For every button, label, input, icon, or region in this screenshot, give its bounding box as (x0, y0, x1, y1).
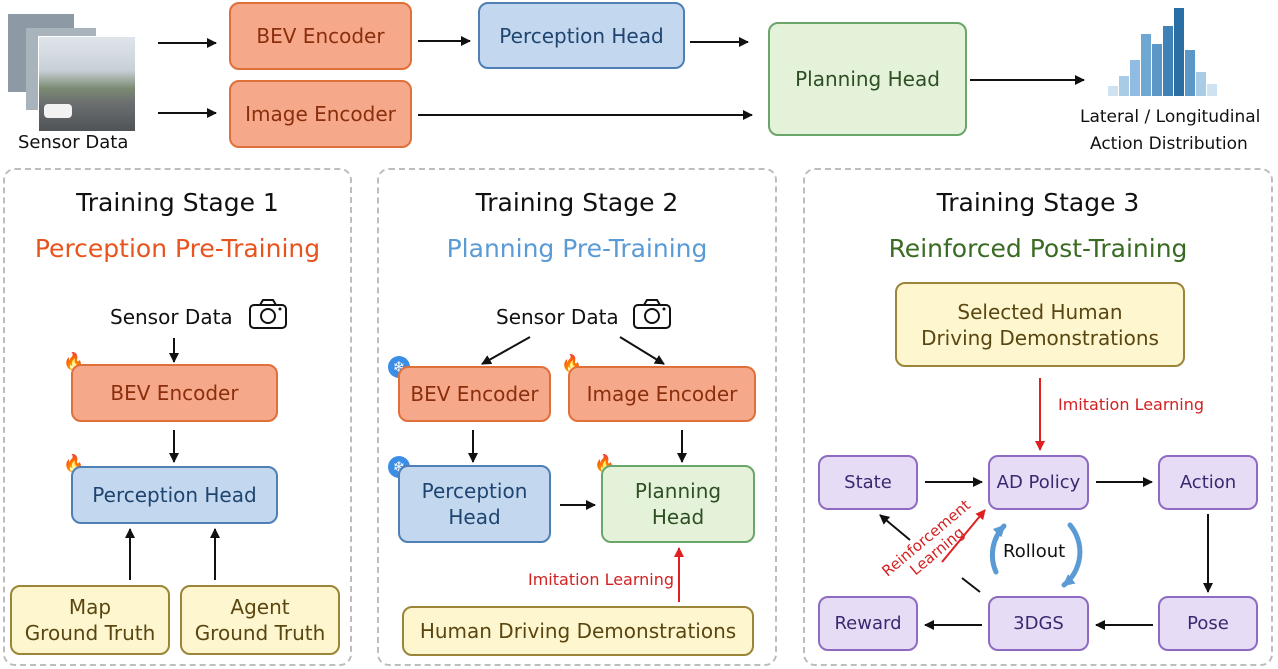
output-label-line1: Lateral / Longitudinal (1080, 107, 1261, 127)
stage-2-planning-line1: Planning (634, 479, 722, 503)
stage-3-imitation-label: Imitation Learning (1058, 395, 1205, 414)
selected-demos-line1: Selected Human (957, 299, 1123, 324)
planning-head-box: Planning Head (768, 22, 967, 136)
reward-box: Reward (818, 596, 918, 651)
stage-1-perception-head-box: Perception Head (71, 466, 278, 524)
sensor-data-label: Sensor Data (18, 132, 129, 153)
stage-2-title: Training Stage 2 (475, 188, 679, 217)
histogram-icon (1108, 6, 1228, 96)
training-stage-1-panel: Training Stage 1 Perception Pre-Training (3, 168, 352, 666)
camera-icon (633, 299, 671, 329)
stage-2-imitation-label: Imitation Learning (528, 570, 675, 589)
stage-3-title: Training Stage 3 (936, 188, 1140, 217)
camera-icon (249, 299, 287, 329)
training-stage-2-panel: Training Stage 2 Planning Pre-Training (377, 168, 777, 666)
perception-head-box: Perception Head (478, 2, 685, 69)
bev-encoder-box: BEV Encoder (229, 2, 412, 70)
stage-2-planning-head-box: Planning Head (601, 465, 755, 543)
stage-2-image-encoder-box: Image Encoder (568, 366, 756, 422)
action-box: Action (1158, 455, 1258, 510)
map-ground-truth-box: Map Ground Truth (10, 585, 170, 655)
sensor-image-stack (8, 14, 136, 132)
stage-1-subtitle: Perception Pre-Training (34, 234, 321, 263)
3dgs-box: 3DGS (988, 596, 1089, 651)
agent-ground-truth-box: Agent Ground Truth (180, 585, 340, 655)
stage-2-bev-encoder-box: BEV Encoder (398, 366, 551, 422)
stage-2-perception-line1: Perception (421, 479, 528, 503)
stage-2-perception-head-box: Perception Head (398, 465, 551, 543)
stage-1-sensor-label: Sensor Data (110, 305, 233, 329)
stage-1-bev-encoder-box: BEV Encoder (71, 364, 278, 422)
agent-ground-truth-line1: Agent (230, 595, 290, 619)
stage-1-title: Training Stage 1 (76, 188, 279, 217)
stage-2-subtitle: Planning Pre-Training (446, 234, 708, 263)
state-box: State (818, 455, 918, 510)
ad-policy-box: AD Policy (988, 455, 1089, 510)
stage-3-subtitle: Reinforced Post-Training (888, 234, 1188, 263)
training-stage-3-panel: Training Stage 3 Reinforced Post-Trainin… (803, 168, 1273, 666)
selected-demos-line2: Driving Demonstrations (921, 325, 1159, 350)
agent-ground-truth-line2: Ground Truth (194, 621, 326, 645)
map-ground-truth-line1: Map (68, 595, 112, 619)
stage-2-sensor-label: Sensor Data (496, 305, 619, 329)
human-driving-demos-box: Human Driving Demonstrations (402, 606, 754, 656)
selected-demos-box: Selected Human Driving Demonstrations (895, 282, 1185, 367)
stage-2-perception-line2: Head (448, 505, 501, 529)
output-label-line2: Action Distribution (1090, 134, 1248, 154)
image-encoder-box: Image Encoder (229, 80, 412, 148)
rollout-label: Rollout (1003, 541, 1066, 562)
pose-box: Pose (1158, 596, 1258, 651)
stage-2-planning-line2: Head (651, 505, 705, 529)
map-ground-truth-line2: Ground Truth (24, 621, 156, 645)
